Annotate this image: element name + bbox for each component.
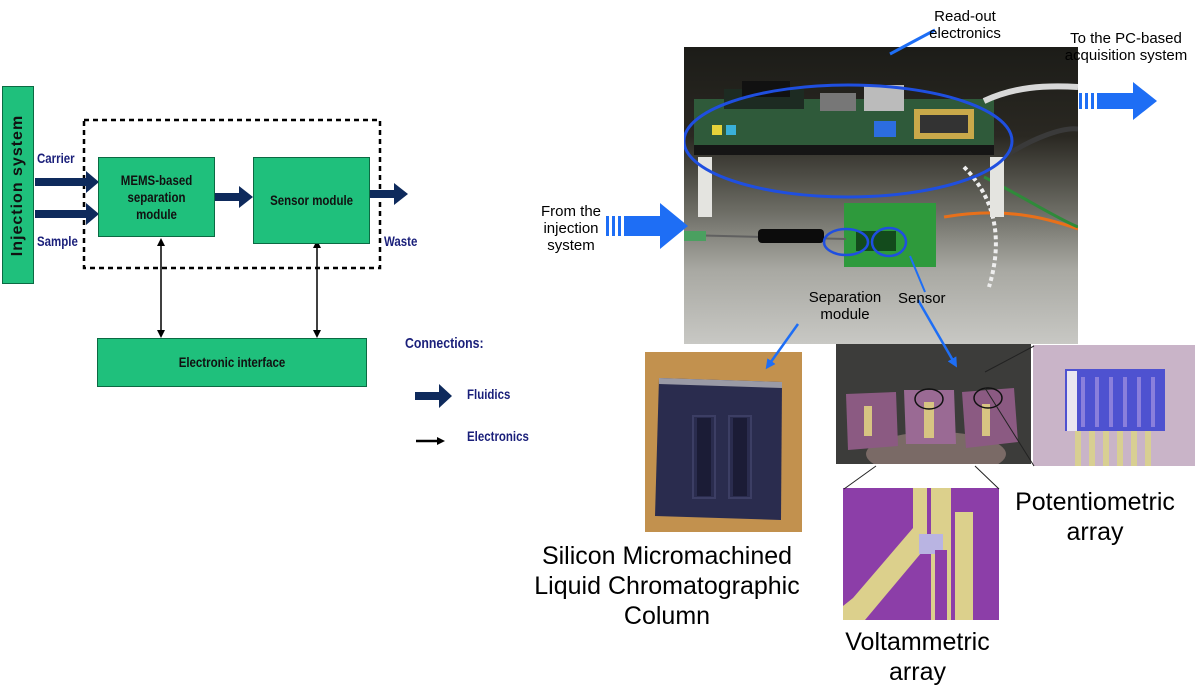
sensor-chips-art xyxy=(846,387,1018,464)
separation-to-sensor-arrow xyxy=(215,186,253,208)
from-injection-label: From the injection system xyxy=(540,203,601,254)
carrier-arrow xyxy=(35,171,99,193)
readout-pointer xyxy=(889,28,936,56)
potentiometric-photo xyxy=(1033,345,1195,466)
sensor-photo-label: Sensor xyxy=(898,290,946,307)
electronic-interface-box: Electronic interface xyxy=(97,338,367,387)
waste-label: Waste xyxy=(384,233,418,249)
voltammetric-caption: Voltammetric array xyxy=(845,628,990,686)
fluidic-arrows xyxy=(35,171,452,408)
to-pc-arrow xyxy=(1079,82,1157,120)
column-caption: Silicon Micromachined Liquid Chromatogra… xyxy=(534,542,800,630)
injection-system-box: Injection system xyxy=(2,86,34,284)
sample-arrow xyxy=(35,203,99,225)
separation-to-column-pointer xyxy=(765,323,800,370)
legend-title: Connections: xyxy=(405,335,484,352)
legend-fluidics-label: Fluidics xyxy=(467,386,511,402)
voltammetric-art xyxy=(843,488,999,620)
sensor-to-chips-pointer xyxy=(916,299,958,368)
voltammetric-zoom-line-right xyxy=(974,465,1000,490)
voltammetric-zoom-line-left xyxy=(843,465,877,490)
system-photo-art xyxy=(684,81,1078,288)
potentiometric-caption: Potentiometric array xyxy=(1015,488,1175,546)
carrier-label: Carrier xyxy=(37,150,75,166)
waste-arrow xyxy=(370,183,408,205)
legend-fluidics-arrow xyxy=(415,384,452,408)
column-photo-art xyxy=(655,378,782,520)
system-photo xyxy=(684,47,1078,344)
separation-module-box: MEMS-based separation module xyxy=(98,157,215,237)
sample-label: Sample xyxy=(37,233,78,249)
legend-electronics-label: Electronics xyxy=(467,428,529,444)
sensor-pointer xyxy=(909,255,926,293)
voltammetric-photo xyxy=(843,488,999,620)
to-pc-label: To the PC-based acquisition system xyxy=(1064,30,1188,64)
column-photo xyxy=(645,352,802,532)
sensor-module-box: Sensor module xyxy=(253,157,370,244)
potentiometric-zoom-line-bottom xyxy=(984,387,1035,467)
sensor-chips-photo xyxy=(836,344,1031,464)
potentiometric-art xyxy=(1033,345,1195,466)
potentiometric-zoom-line-top xyxy=(984,345,1035,373)
from-injection-arrow xyxy=(606,203,688,249)
separation-module-photo-label: Separation module xyxy=(808,289,882,323)
readout-electronics-label: Read-out electronics xyxy=(929,8,1001,42)
